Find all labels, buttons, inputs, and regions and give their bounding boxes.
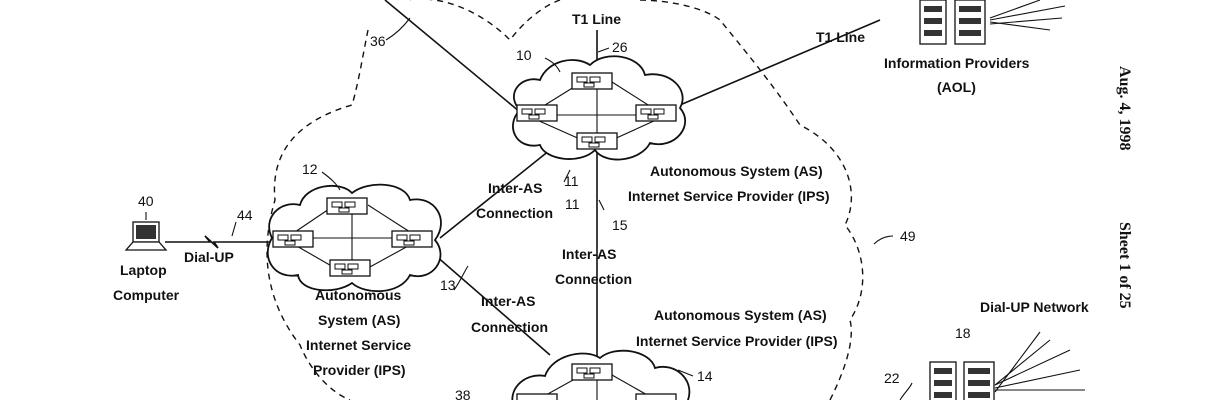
label-as-top-1: Autonomous System (AS) [650, 163, 823, 179]
patent-sheet: Sheet 1 of 25 [1116, 222, 1133, 309]
label-as-left-1: Autonomous [315, 287, 402, 303]
label-as-left-4: Provider (IPS) [313, 362, 406, 378]
label-inter-as-3a: Inter-AS [481, 293, 535, 309]
ref-22: 22 [884, 370, 900, 386]
label-as-left-2: System (AS) [318, 312, 400, 328]
ref-13: 13 [440, 277, 456, 293]
dial-up-link [165, 235, 270, 249]
link-to-top-left [384, 0, 521, 113]
label-inter-as-1b: Connection [476, 205, 553, 221]
internet-boundary-dashed [266, 0, 864, 400]
label-as-top-2: Internet Service Provider (IPS) [628, 188, 830, 204]
laptop-icon [124, 221, 168, 251]
cloud-as-bottom [511, 349, 691, 400]
label-as-bottom-2: Internet Service Provider (IPS) [636, 333, 838, 349]
ref-15: 15 [612, 217, 628, 233]
label-laptop-1: Laptop [120, 262, 167, 278]
ref-11: 11 [564, 173, 579, 189]
ref-11b: 11 [565, 196, 580, 212]
ref-26: 26 [612, 39, 628, 55]
label-as-left-3: Internet Service [306, 337, 411, 353]
t1-line-right-link [679, 19, 881, 106]
ref-18: 18 [955, 325, 971, 341]
label-info-providers-1: Information Providers [884, 55, 1030, 71]
label-inter-as-3b: Connection [471, 319, 548, 335]
ref-49: 49 [900, 228, 916, 244]
patent-date: Aug. 4, 1998 [1116, 66, 1133, 150]
label-inter-as-2b: Connection [555, 271, 632, 287]
inter-as-link-left-top [439, 149, 551, 239]
ref-10: 10 [516, 47, 532, 63]
ref-36: 36 [370, 33, 386, 49]
cloud-as-top [512, 55, 687, 161]
cloud-as-left [266, 183, 442, 293]
label-laptop-2: Computer [113, 287, 180, 303]
server-rack-icon-top [919, 0, 1066, 45]
label-t1-line-top: T1 Line [572, 11, 621, 27]
label-info-providers-2: (AOL) [937, 79, 976, 95]
label-t1-line-right: T1 Line [816, 29, 865, 45]
ref-38: 38 [455, 387, 471, 400]
label-inter-as-1a: Inter-AS [488, 180, 542, 196]
ref-40: 40 [138, 193, 154, 209]
label-dial-up: Dial-UP [184, 249, 234, 265]
label-as-bottom-1: Autonomous System (AS) [654, 307, 827, 323]
inter-as-link-left-bottom [419, 241, 551, 356]
label-dial-up-network: Dial-UP Network [980, 299, 1089, 315]
label-inter-as-2a: Inter-AS [562, 246, 616, 262]
ref-44: 44 [237, 207, 253, 223]
ref-12: 12 [302, 161, 318, 177]
ref-14: 14 [697, 368, 713, 384]
server-rack-icon-bottom [899, 331, 1085, 400]
